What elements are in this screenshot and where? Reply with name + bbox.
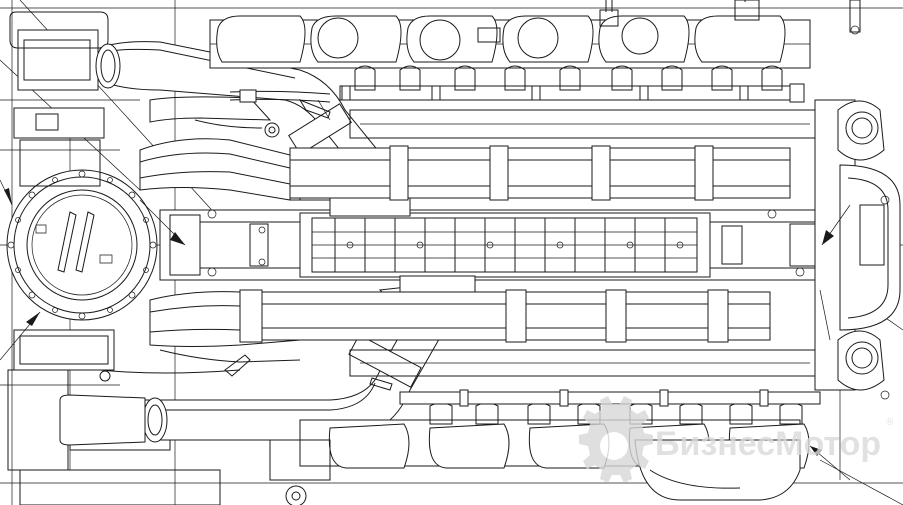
watermark-logo: БизнесМотор ® [579,396,894,483]
central-crankcase [160,198,840,294]
watermark-registered-mark: ® [886,417,894,428]
watermark-text: БизнесМотор [655,425,881,463]
upper-charge-air-hose [140,97,290,200]
lower-cylinder-heads [270,390,820,505]
callout-arrows [0,180,850,480]
upper-cylinder-heads [210,0,810,68]
front-end-housing [815,0,900,399]
upper-fuel-rail [230,66,804,102]
rear-left-components [0,12,220,505]
flywheel-housing [7,170,157,320]
manifold-rails [240,110,820,376]
